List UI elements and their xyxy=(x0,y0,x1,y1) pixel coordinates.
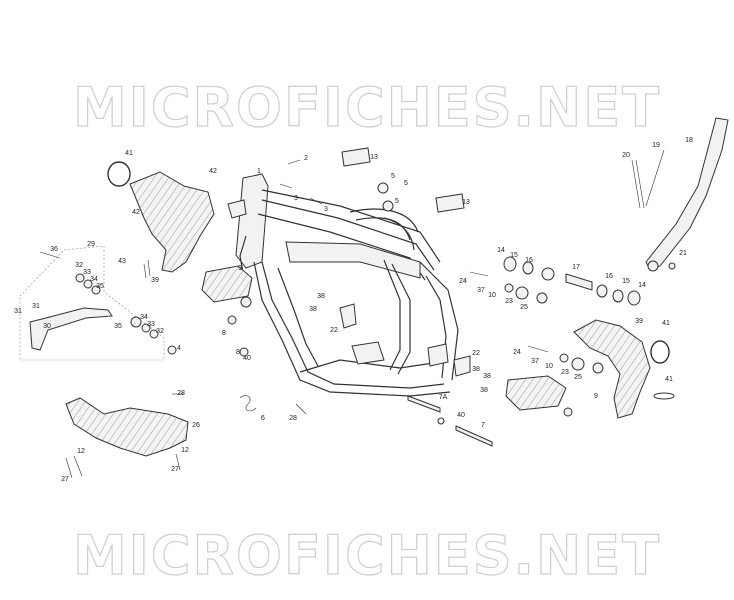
band-clamp-ring-right xyxy=(650,340,670,364)
pedal-lever-left xyxy=(29,251,159,351)
callout-c34b: 34 xyxy=(140,314,148,321)
callout-c38c: 38 xyxy=(472,366,480,373)
callout-c43: 43 xyxy=(118,258,126,265)
callout-c16a: 16 xyxy=(525,257,533,264)
callout-c41b: 41 xyxy=(662,320,670,327)
callout-c3b: 3 xyxy=(324,206,328,213)
callout-c32a: 32 xyxy=(75,262,83,269)
callout-c35a: 35 xyxy=(96,283,104,290)
callout-c23b: 23 xyxy=(561,369,569,376)
callout-c31b: 31 xyxy=(32,303,40,310)
watermark-top: MICROFICHES.NET xyxy=(72,75,661,139)
callout-c33b: 33 xyxy=(147,321,155,328)
sticker-13-side xyxy=(435,193,465,213)
band-clamp-ring-left xyxy=(107,161,131,187)
callout-c6: 6 xyxy=(261,415,265,422)
callout-c1: 1 xyxy=(257,168,261,175)
callout-c5c: 5 xyxy=(395,198,399,205)
callout-c14b: 14 xyxy=(638,282,646,289)
callout-c7: 7 xyxy=(481,422,485,429)
callout-c12a: 12 xyxy=(77,448,85,455)
callout-c37b: 37 xyxy=(531,358,539,365)
callout-c9b: 9 xyxy=(594,393,598,400)
callout-c22b: 22 xyxy=(472,350,480,357)
callout-c10a: 10 xyxy=(488,292,496,299)
callout-c8b: 8 xyxy=(236,349,240,356)
main-frame xyxy=(227,173,459,397)
callout-c41c: 41 xyxy=(665,376,673,383)
callout-c3a: 3 xyxy=(294,195,298,202)
frame-guard-right xyxy=(573,319,651,419)
side-stand xyxy=(631,117,729,272)
callout-c39a: 39 xyxy=(151,277,159,284)
callout-c38d: 38 xyxy=(483,373,491,380)
callout-c13b: 13 xyxy=(462,199,470,206)
callout-c30: 30 xyxy=(43,323,51,330)
callout-c25b: 25 xyxy=(574,374,582,381)
callout-c9a: 9 xyxy=(238,265,242,272)
callout-c39b: 39 xyxy=(635,318,643,325)
callout-c24a: 24 xyxy=(459,278,467,285)
callout-c22a: 22 xyxy=(330,327,338,334)
callout-c19: 19 xyxy=(652,142,660,149)
callout-c18: 18 xyxy=(685,137,693,144)
callout-c17: 17 xyxy=(572,264,580,271)
callout-c24b: 24 xyxy=(513,349,521,356)
callout-c28a: 28 xyxy=(177,390,185,397)
callout-c33a: 33 xyxy=(83,269,91,276)
callout-c27b: 27 xyxy=(171,466,179,473)
callout-c32b: 32 xyxy=(156,328,164,335)
watermark-bottom: MICROFICHES.NET xyxy=(72,523,661,587)
callout-c38b: 38 xyxy=(309,306,317,313)
callout-c29: 29 xyxy=(87,241,95,248)
callout-c40a: 40 xyxy=(243,355,251,362)
callout-c28b: 28 xyxy=(289,415,297,422)
callout-c4: 4 xyxy=(177,345,181,352)
callout-c25a: 25 xyxy=(520,304,528,311)
callout-c15a: 15 xyxy=(510,252,518,259)
callout-c20: 20 xyxy=(622,152,630,159)
misc-small-parts xyxy=(65,159,471,479)
callout-c42a: 42 xyxy=(209,168,217,175)
sticker-13-top xyxy=(341,147,371,167)
callout-c38e: 38 xyxy=(480,387,488,394)
callout-c35b: 35 xyxy=(114,323,122,330)
callout-c31a: 31 xyxy=(14,308,22,315)
callout-c7a: 7A xyxy=(439,394,448,401)
frame-guard-left xyxy=(129,171,215,273)
footpeg-right xyxy=(505,375,573,417)
callout-c23a: 23 xyxy=(505,298,513,305)
callout-c37a: 37 xyxy=(477,287,485,294)
callout-c36: 36 xyxy=(50,246,58,253)
callout-c41a: 41 xyxy=(125,150,133,157)
callout-c38a: 38 xyxy=(317,293,325,300)
band-clamp-clip-right xyxy=(653,392,675,400)
callout-labels: 1233131355541424236294339932333435313130… xyxy=(14,137,693,483)
callout-c15b: 15 xyxy=(622,278,630,285)
callout-c26: 26 xyxy=(192,422,200,429)
callout-c8a: 8 xyxy=(222,330,226,337)
swingarm-bolts xyxy=(407,395,493,447)
callout-c16b: 16 xyxy=(605,273,613,280)
callout-c5b: 5 xyxy=(404,180,408,187)
skid-plate xyxy=(65,397,189,457)
callout-c12b: 12 xyxy=(181,447,189,454)
callout-c10b: 10 xyxy=(545,363,553,370)
callout-c5a: 5 xyxy=(391,173,395,180)
callout-c34a: 34 xyxy=(90,276,98,283)
callout-c2: 2 xyxy=(304,155,308,162)
callout-c27a: 27 xyxy=(61,476,69,483)
callout-c21: 21 xyxy=(679,250,687,257)
callout-c14a: 14 xyxy=(497,247,505,254)
footpeg-left xyxy=(201,265,253,325)
callout-c13a: 13 xyxy=(370,154,378,161)
callout-c42b: 42 xyxy=(132,209,140,216)
callout-c40b: 40 xyxy=(457,412,465,419)
pivot-bushings-row xyxy=(469,256,641,374)
